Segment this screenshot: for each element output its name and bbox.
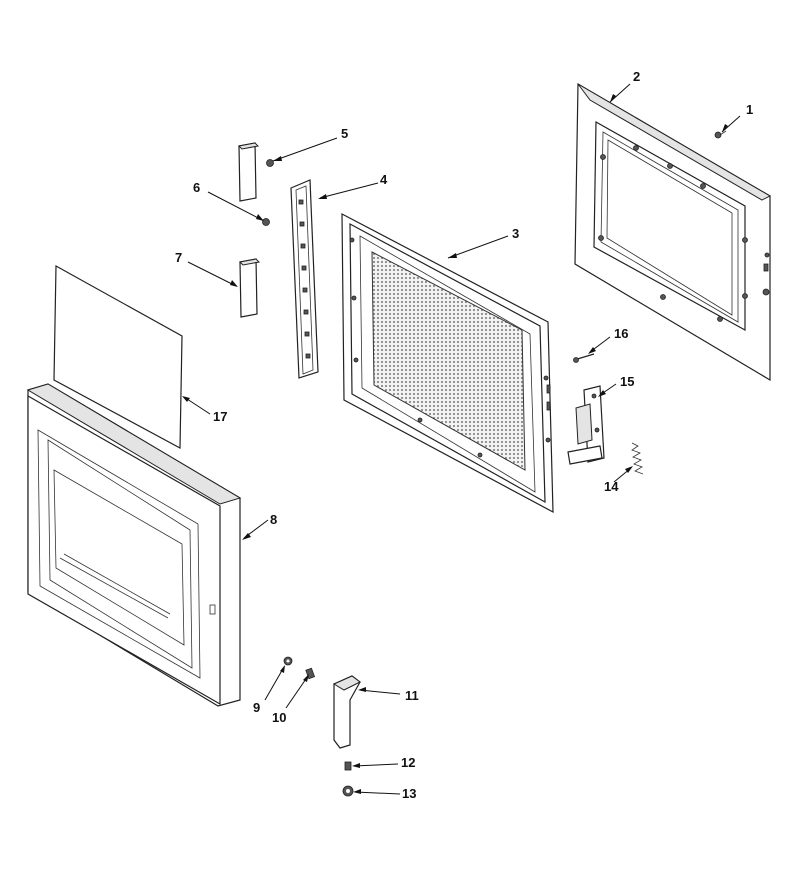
glass-panel-part <box>53 264 183 449</box>
callout-9: 9 <box>253 700 260 715</box>
nut-part-13 <box>342 785 354 797</box>
fastener-part-9 <box>283 656 293 666</box>
callout-1: 1 <box>746 102 753 117</box>
spring-part <box>631 442 644 475</box>
screw-part-6 <box>262 218 270 226</box>
door-frame-part <box>574 82 772 382</box>
callout-6: 6 <box>193 180 200 195</box>
callout-15: 15 <box>620 374 634 389</box>
callout-7: 7 <box>175 250 182 265</box>
inner-door-panel-part <box>341 213 554 514</box>
screw-part-5 <box>266 159 274 167</box>
front-door-part <box>26 383 242 707</box>
callout-12: 12 <box>401 755 415 770</box>
callout-14: 14 <box>604 479 619 494</box>
callout-labels: 1 2 3 4 5 6 7 8 9 10 11 12 13 14 15 16 1… <box>175 69 753 801</box>
hinge-bracket-part <box>290 179 319 379</box>
handle-part <box>332 675 361 749</box>
spacer-block-part-upper <box>237 142 260 202</box>
callout-10: 10 <box>272 710 286 725</box>
latch-assembly-part <box>567 385 605 465</box>
callout-8: 8 <box>270 512 277 527</box>
leader-lines <box>182 83 741 795</box>
callout-16: 16 <box>614 326 628 341</box>
pin-part <box>573 353 595 363</box>
spacer-block-part-lower <box>238 258 261 318</box>
screw-part-1 <box>714 130 727 139</box>
callout-3: 3 <box>512 226 519 241</box>
callout-13: 13 <box>402 786 416 801</box>
callout-11: 11 <box>405 688 419 703</box>
callout-5: 5 <box>341 126 348 141</box>
screw-part-12 <box>344 761 352 771</box>
callout-17: 17 <box>213 409 227 424</box>
callout-4: 4 <box>380 172 388 187</box>
callout-2: 2 <box>633 69 640 84</box>
